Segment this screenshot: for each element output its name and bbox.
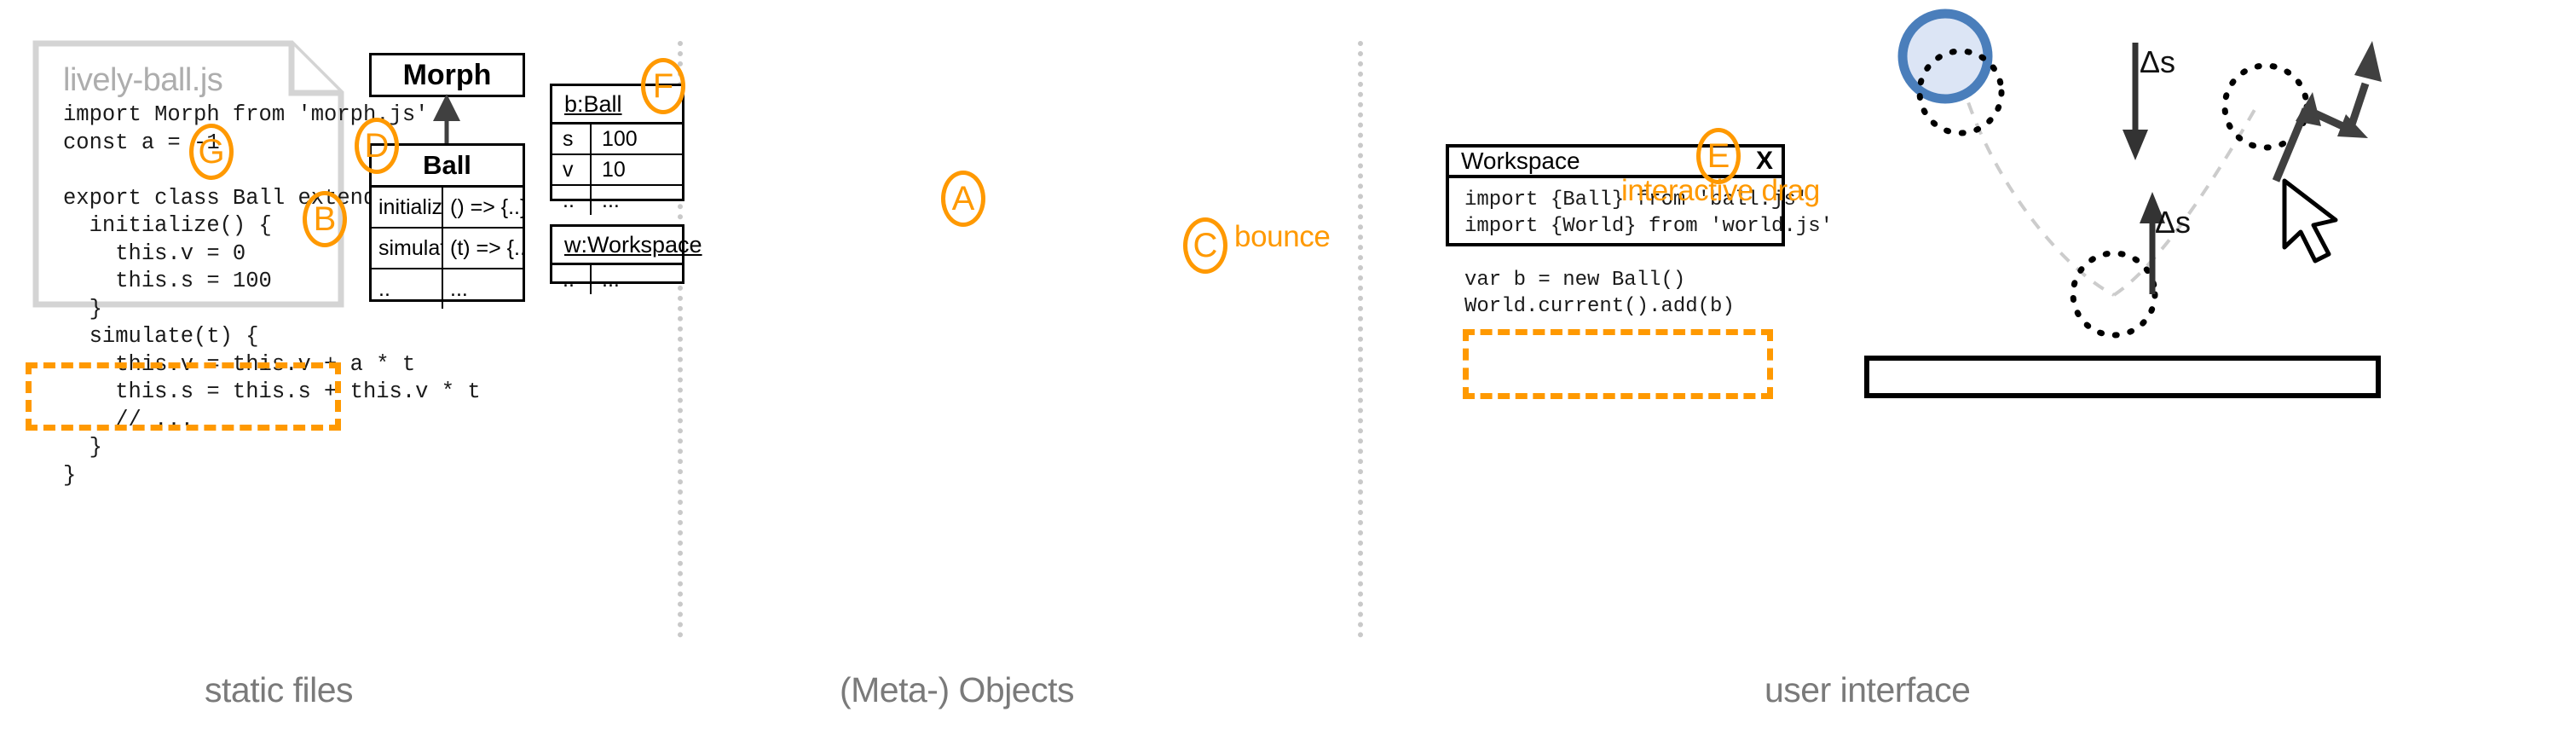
object-property-name: v <box>552 155 592 184</box>
uml-member-row: .. ... <box>372 269 523 309</box>
object-property-name: s <box>552 124 592 153</box>
marker-a: A <box>941 171 985 227</box>
ball-current <box>1897 9 1993 104</box>
highlight-box-statements <box>1463 329 1773 399</box>
highlight-box-simulate <box>26 362 341 431</box>
marker-f: F <box>641 58 685 114</box>
delta-s-label-bottom: Δs <box>2155 205 2192 240</box>
workspace-import-code[interactable]: import {Ball} from 'ball.js' import {Wor… <box>1464 188 1834 238</box>
annotation-interactive-drag: interactive drag <box>1621 174 1820 207</box>
uml-class-ball-name: Ball <box>372 146 523 188</box>
trajectory-path-up <box>2112 101 2261 297</box>
scene-graphics <box>1864 9 2382 398</box>
object-property-row: v 10 <box>552 155 682 186</box>
caption-user-interface: user interface <box>1765 670 1971 709</box>
workspace-window[interactable]: Workspace X import {Ball} from 'ball.js'… <box>1446 144 1833 318</box>
delta-s-arrow-up <box>2140 192 2165 294</box>
file-card-shape <box>32 40 344 308</box>
object-instance-workspace-title: w:Workspace <box>564 231 702 258</box>
object-instance-ball: b:Ball s 100 v 10 .. ... <box>550 84 684 215</box>
uml-class-morph-name: Morph <box>402 58 492 91</box>
object-property-row: .. ... <box>552 186 682 215</box>
uml-member-row: simulate (t) => {..} <box>372 229 523 269</box>
uml-member-name: .. <box>372 269 443 309</box>
object-property-row: .. ... <box>552 265 682 294</box>
uml-member-row: initialize () => {..} <box>372 188 523 229</box>
close-icon[interactable]: X <box>1755 147 1773 175</box>
delta-s-arrow-down <box>2123 43 2148 160</box>
object-instance-ball-header: b:Ball <box>552 86 682 124</box>
uml-class-ball: Ball initialize () => {..} simulate (t) … <box>369 143 525 309</box>
uml-member-value: (t) => {..} <box>450 235 523 260</box>
object-property-name: .. <box>552 265 592 294</box>
workspace-title: Workspace <box>1461 148 1580 174</box>
ball-ghost-top <box>1916 48 2005 136</box>
annotation-bounce: bounce <box>1234 220 1331 253</box>
uml-class-morph: Morph <box>369 53 525 97</box>
uml-member-name: simulate <box>372 229 443 268</box>
source-file-card: lively-ball.js import Morph from 'morph.… <box>32 40 494 488</box>
inheritance-arrow-icon <box>433 94 460 147</box>
uml-member-value: ... <box>450 276 468 301</box>
object-property-value: 10 <box>602 157 626 182</box>
drag-gesture-arrows <box>2272 41 2382 182</box>
caption-meta-objects: (Meta-) Objects <box>840 670 1075 709</box>
file-name-label: lively-ball.js <box>63 62 223 98</box>
cursor-icon <box>2282 178 2338 263</box>
object-property-name: .. <box>552 186 592 215</box>
marker-g: G <box>189 124 234 180</box>
caption-static-files: static files <box>205 670 354 709</box>
object-instance-workspace: w:Workspace .. ... <box>550 224 702 294</box>
column-divider-2 <box>1358 41 1363 638</box>
object-property-value: ... <box>602 188 620 212</box>
workspace-statement-code[interactable]: var b = new Ball() World.current().add(b… <box>1464 269 1735 318</box>
marker-b: B <box>303 191 347 247</box>
object-instance-ball-title: b:Ball <box>564 90 622 117</box>
workspace-titlebar[interactable]: Workspace X <box>1449 148 1782 178</box>
uml-member-value: () => {..} <box>450 194 523 219</box>
ball-simulation-scene <box>1858 0 2576 648</box>
object-property-value: ... <box>602 267 620 292</box>
delta-s-label-top: Δs <box>2140 44 2176 79</box>
marker-c: C <box>1183 217 1227 274</box>
uml-member-name: initialize <box>372 188 443 227</box>
marker-d: D <box>355 118 399 174</box>
object-property-row: s 100 <box>552 124 682 155</box>
marker-e: E <box>1696 128 1741 184</box>
column-divider-1 <box>678 41 683 638</box>
ground-platform <box>1864 356 2381 398</box>
object-instance-workspace-header: w:Workspace <box>552 227 702 265</box>
object-property-value: 100 <box>602 126 638 151</box>
